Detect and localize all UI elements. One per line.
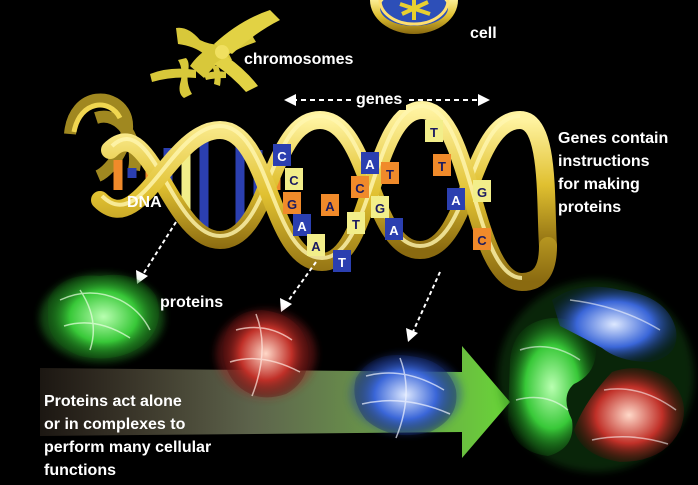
base-letter: A: [365, 157, 375, 172]
protein-red: [216, 310, 316, 398]
genes-label: genes: [352, 89, 407, 110]
dna-label: DNA: [127, 194, 162, 211]
base-block: [381, 162, 399, 184]
base-block: [425, 120, 443, 142]
proteins-label: proteins: [160, 294, 224, 311]
base-block: [385, 218, 403, 240]
base-block: [321, 194, 339, 216]
genes-note: Genes contain instructions for making pr…: [558, 130, 669, 216]
cell-icon: [370, 0, 458, 34]
base-letter: A: [297, 219, 307, 234]
proteins-note: Proteins act alone or in complexes to pe…: [44, 393, 212, 479]
dna-to-protein-pointer-3: [406, 271, 441, 342]
base-letter: T: [338, 255, 346, 270]
base-letter: G: [477, 185, 487, 200]
base-letter: C: [477, 233, 487, 248]
dna-to-protein-pointer-1: [136, 221, 177, 284]
chromosome-large-icon: [176, 10, 280, 92]
chromosome-small-icon: [150, 58, 226, 98]
base-block: [333, 250, 351, 272]
base-letter: C: [355, 181, 365, 196]
base-block: [307, 234, 325, 256]
protein-blue: [350, 354, 462, 439]
base-block: [347, 212, 365, 234]
base-block: [433, 154, 451, 176]
base-letter: T: [386, 167, 394, 182]
base-letter: A: [325, 199, 335, 214]
base-letter: C: [277, 149, 287, 164]
base-block: [285, 168, 303, 190]
base-letter: G: [287, 197, 297, 212]
base-block: [283, 192, 301, 214]
base-block: [361, 152, 379, 174]
base-letter: T: [430, 125, 438, 140]
protein-complex: [498, 280, 694, 472]
base-letter: A: [389, 223, 399, 238]
base-block: [473, 180, 491, 202]
protein-green: [40, 274, 164, 362]
base-block: [351, 176, 369, 198]
dna-to-protein-pointer-2: [280, 261, 317, 312]
base-block: [273, 144, 291, 166]
base-block: [447, 188, 465, 210]
base-letter: C: [289, 173, 299, 188]
base-block: [371, 196, 389, 218]
base-block: [293, 214, 311, 236]
base-letter: A: [311, 239, 321, 254]
base-letter: G: [375, 201, 385, 216]
base-letter: A: [451, 193, 461, 208]
chromosomes-label: chromosomes: [244, 51, 354, 68]
base-block: [473, 228, 491, 250]
base-letter: T: [352, 217, 360, 232]
base-letter: T: [438, 159, 446, 174]
cell-label: cell: [470, 25, 497, 42]
